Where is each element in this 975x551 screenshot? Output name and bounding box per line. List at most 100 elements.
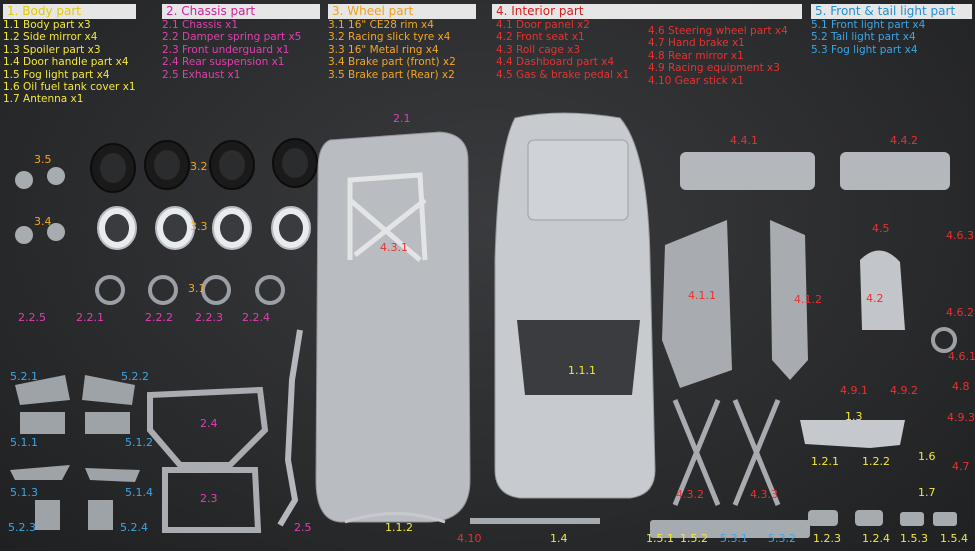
legend-wheel-item: 3.4 Brake part (front) x2: [328, 56, 456, 69]
legend-interior-item: 4.10 Gear stick x1: [648, 74, 744, 87]
part-label: 2.5: [294, 521, 312, 534]
part-label: 1.5.3: [900, 532, 928, 545]
legend-chassis-item: 2.1 Chassis x1: [162, 19, 239, 31]
legend-interior-title: 4. Interior part: [492, 4, 802, 19]
spoiler: [800, 420, 905, 448]
part-label: 5.3.1: [720, 532, 748, 545]
rims: [95, 275, 285, 305]
part-label: 1.2.2: [862, 455, 890, 468]
part-label: 5.2.2: [121, 370, 149, 383]
legend-chassis-title: 2. Chassis part: [162, 4, 320, 19]
part-label: 1.1.2: [385, 521, 413, 534]
part-label: 2.2.3: [195, 311, 223, 324]
legend-body-item: 1.2 Side mirror x4: [3, 31, 98, 44]
part-label: 4.5: [872, 222, 890, 235]
brake-parts: [15, 167, 65, 244]
legend-body-item: 1.4 Door handle part x4: [3, 56, 129, 69]
part-label: 1.2.4: [862, 532, 890, 545]
part-label: 5.1.3: [10, 486, 38, 499]
legend-chassis-item: 2.3 Front underguard x1: [162, 43, 290, 56]
legend-chassis-item: 2.2 Damper spring part x5: [162, 31, 302, 44]
part-label: 4.2: [866, 292, 884, 305]
part-label: 3.3: [190, 220, 208, 233]
part-label: 1.6: [918, 450, 936, 463]
front-seat: [860, 250, 905, 330]
legend-body: 1. Body part 1.1 Body part x3 1.2 Side m…: [3, 4, 136, 106]
legend-body-title: 1. Body part: [3, 4, 136, 19]
part-label: 2.4: [200, 417, 218, 430]
door-panel-4-1-1: [662, 220, 732, 388]
rear-suspension: [147, 386, 269, 468]
legend-body-item: 1.3 Spoiler part x3: [3, 43, 101, 56]
legend-interior-item: 4.1 Door panel x2: [496, 19, 590, 31]
part-label: 4.1.1: [688, 289, 716, 302]
part-label: 4.1.2: [794, 293, 822, 306]
door-panel-4-1-2: [770, 220, 808, 380]
legend-interior-item: 4.5 Gas & brake pedal x1: [496, 68, 630, 81]
steering-wheel: [931, 327, 957, 353]
body-strip-1-1-2: [344, 512, 446, 524]
part-label: 4.10: [457, 532, 482, 545]
part-label: 5.3.2: [768, 532, 796, 545]
roll-cage-x-bars: [672, 399, 781, 506]
part-label: 4.8: [952, 380, 970, 393]
front-underguard: [162, 467, 262, 533]
part-label: 4.7: [952, 460, 970, 473]
legend-body-item: 1.6 Oil fuel tank cover x1: [3, 81, 136, 94]
part-label: 4.6.3: [946, 229, 974, 242]
legend-interior-item: 4.8 Rear mirror x1: [648, 49, 744, 62]
part-label: 5.2.1: [10, 370, 38, 383]
part-label: 5.2.4: [120, 521, 148, 534]
part-label: 1.3: [845, 410, 863, 423]
legend-chassis: 2. Chassis part 2.1 Chassis x1 2.2 Dampe…: [162, 4, 320, 81]
legend-wheel-title: 3. Wheel part: [328, 4, 476, 19]
legend-chassis-item: 2.4 Rear suspension x1: [162, 56, 285, 69]
light-parts: [10, 375, 140, 530]
legend-lights-item: 5.1 Front light part x4: [811, 19, 926, 31]
part-label: 4.9.3: [947, 411, 975, 424]
legend-wheel-item: 3.2 Racing slick tyre x4: [328, 31, 451, 44]
part-label: 2.2.1: [76, 311, 104, 324]
part-label: 1.5.2: [680, 532, 708, 545]
part-label: 2.2.4: [242, 311, 270, 324]
roll-cage-4-3-1: [347, 172, 428, 262]
small-parts: [470, 510, 957, 538]
legend-lights-item: 5.3 Fog light part x4: [811, 43, 918, 56]
part-label: 1.7: [918, 486, 936, 499]
legend-wheel-item: 3.3 16" Metal ring x4: [328, 43, 439, 56]
part-label: 4.9.2: [890, 384, 918, 397]
part-label: 1.2.1: [811, 455, 839, 468]
legend-wheel-item: 3.5 Brake part (Rear) x2: [328, 68, 455, 81]
legend-body-item: 1.5 Fog light part x4: [3, 68, 110, 81]
part-label: 4.6.1: [948, 350, 975, 363]
part-label: 4.3.1: [380, 241, 408, 254]
part-label: 4.9.1: [840, 384, 868, 397]
legend-body-item: 1.1 Body part x3: [3, 19, 91, 31]
part-label: 1.4: [550, 532, 568, 545]
part-label: 1.1.1: [568, 364, 596, 377]
part-label: 4.3.3: [750, 488, 778, 501]
part-label: 1.2.3: [813, 532, 841, 545]
part-label: 2.2.5: [18, 311, 46, 324]
legend-wheel-item: 3.1 16" CE28 rim x4: [328, 19, 434, 31]
part-label: 3.2: [190, 160, 208, 173]
part-label: 3.1: [188, 282, 206, 295]
part-label: 5.1.2: [125, 436, 153, 449]
legend-body-item: 1.7 Antenna x1: [3, 93, 84, 106]
part-label: 4.4.1: [730, 134, 758, 147]
part-label: 2.2.2: [145, 311, 173, 324]
legend-lights: 5. Front & tail light part 5.1 Front lig…: [811, 4, 972, 56]
part-label: 4.3.2: [676, 488, 704, 501]
part-label: 5.2.3: [8, 521, 36, 534]
legend-interior-item: 4.7 Hand brake x1: [648, 37, 745, 50]
part-label: 2.1: [393, 112, 411, 125]
dashboard-4-4-1: [680, 152, 815, 190]
dashboard-4-4-2: [840, 152, 950, 190]
part-label: 5.1.1: [10, 436, 38, 449]
part-label: 3.4: [34, 215, 52, 228]
legend-interior: 4. Interior part 4.1 Door panel x2 4.2 F…: [492, 4, 802, 87]
legend-interior-item: 4.9 Racing equipment x3: [648, 62, 780, 75]
chassis: [315, 131, 471, 523]
